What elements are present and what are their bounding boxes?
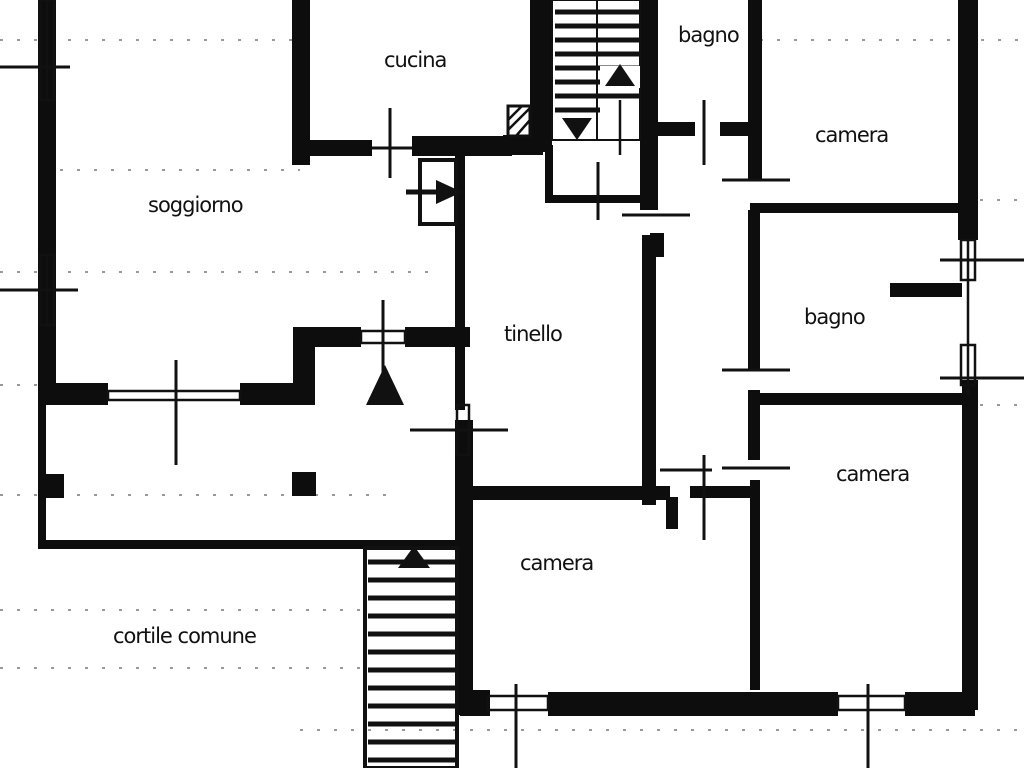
walls [38,0,978,716]
door-markers [372,100,790,540]
room-label-bagno-right: bagno [804,305,865,329]
room-label-camera-top-right: camera [815,123,888,147]
room-label-cortile-comune: cortile comune [113,624,256,648]
room-label-camera-mid-right: camera [836,462,909,486]
room-label-bagno-top: bagno [678,23,739,47]
staircase-upper [551,0,641,155]
room-label-camera-bottom: camera [520,551,593,575]
room-label-soggiorno: soggiorno [148,193,243,217]
portico-arrow-icon [366,365,404,405]
room-label-cucina: cucina [384,48,446,72]
entry-step [406,158,462,226]
flue-hatch [506,104,532,138]
staircase-lower [363,546,459,768]
guide-dashes [0,39,1024,731]
room-label-tinello: tinello [504,322,562,346]
